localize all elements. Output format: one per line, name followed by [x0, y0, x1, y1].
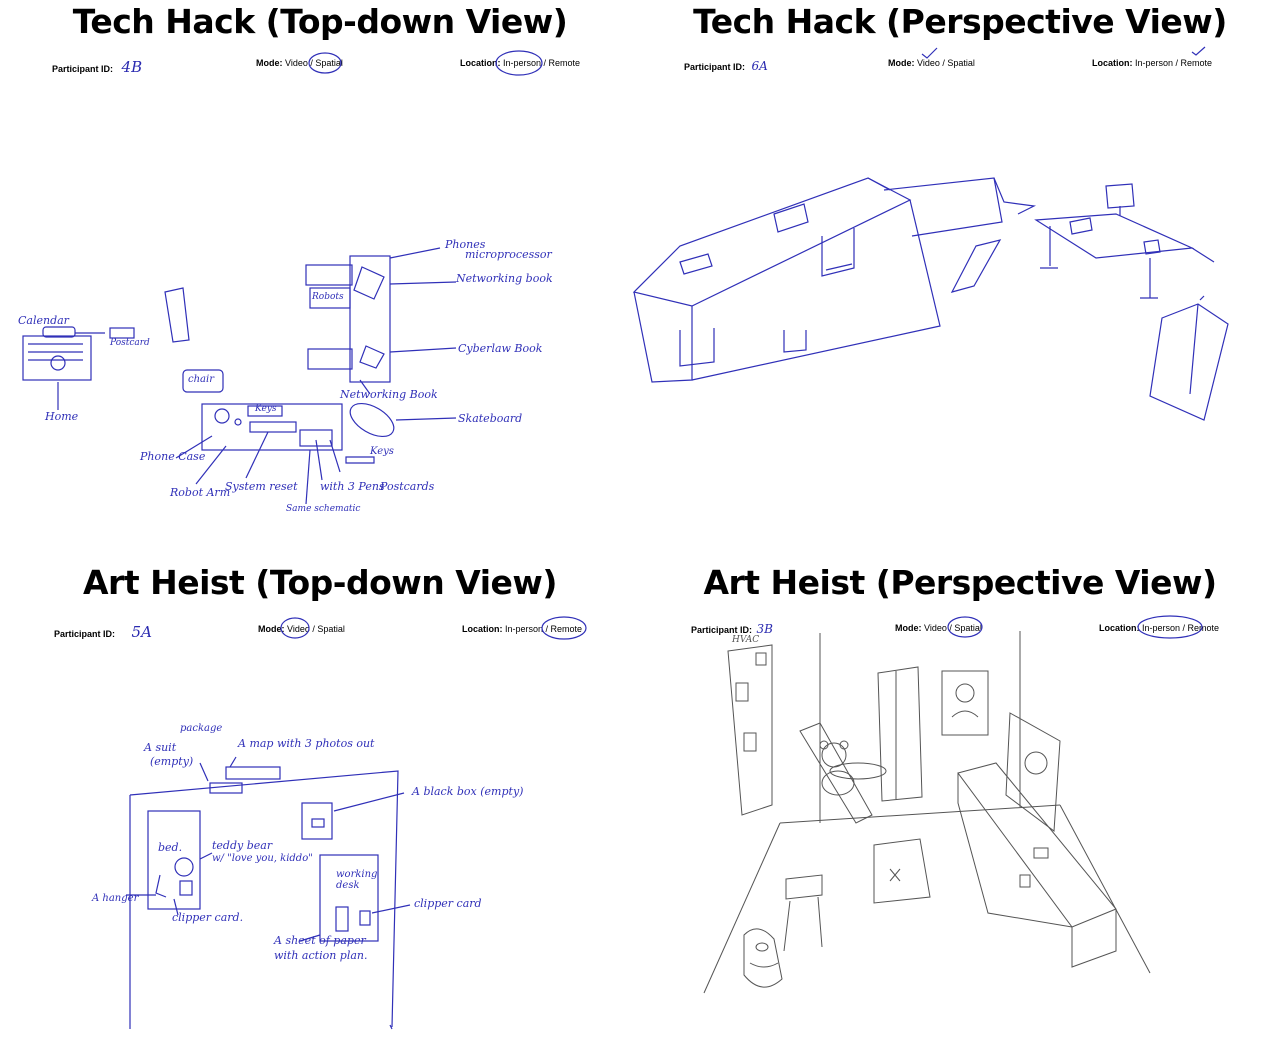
- selection-circles: [947, 615, 1203, 639]
- location-label: Location:: [460, 58, 501, 68]
- participant-id: 4B: [121, 58, 143, 76]
- mode-options: Video / Spatial: [924, 623, 982, 633]
- label-chair: chair: [188, 374, 214, 385]
- label-networking-book-2: Networking Book: [340, 388, 438, 401]
- panel-art-heist-perspective: Art Heist (Perspective View) Participant…: [640, 523, 1280, 1047]
- participant-label: Participant ID:: [52, 64, 114, 74]
- label-bed: bed.: [158, 841, 183, 854]
- mode-field: Mode: Video / Spatial: [888, 58, 975, 68]
- panel-title: Tech Hack (Perspective View): [693, 2, 1227, 41]
- selection-circles: [308, 50, 543, 76]
- location-field: Location: In-person / Remote: [1099, 623, 1219, 633]
- label-suit: A suit: [144, 741, 177, 754]
- panel-title: Art Heist (Top-down View): [83, 563, 557, 602]
- label-hvac: HVAC: [732, 635, 760, 645]
- location-label: Location:: [1099, 623, 1140, 633]
- location-field: Location: In-person / Remote: [462, 624, 582, 634]
- mode-label: Mode:: [895, 623, 922, 633]
- label-clipper-card-2: clipper card: [414, 897, 482, 910]
- label-clipper-card: clipper card.: [172, 911, 244, 924]
- panel-tech-hack-perspective: Tech Hack (Perspective View) Participant…: [632, 0, 1280, 523]
- label-working-desk: working desk: [336, 869, 378, 891]
- participant-label: Participant ID:: [691, 625, 753, 635]
- participant-field: Participant ID: 6A: [684, 59, 768, 73]
- mode-options: Video / Spatial: [285, 58, 343, 68]
- label-postcards: Postcards: [380, 480, 435, 493]
- participant-id: 3B: [756, 622, 773, 636]
- topdown-sketch: [126, 756, 411, 1030]
- perspective-sketch: [703, 631, 1151, 994]
- label-skateboard: Skateboard: [458, 412, 523, 425]
- label-networking-book: Networking book: [456, 272, 553, 285]
- label-robots: Robots: [312, 292, 344, 302]
- mode-field: Mode: Video / Spatial: [258, 624, 345, 634]
- location-label: Location:: [1092, 58, 1133, 68]
- participant-field: Participant ID: 5A: [54, 623, 152, 641]
- label-phone-case: Phone Case: [140, 450, 206, 463]
- label-same-schematic: Same schematic: [286, 504, 361, 514]
- label-with-3-pens: with 3 Pens: [320, 480, 385, 493]
- label-keys-desk: Keys: [255, 404, 277, 414]
- panel-tech-hack-topdown: Tech Hack (Top-down View) Participant ID…: [0, 0, 640, 523]
- label-package: package: [180, 723, 223, 734]
- check-marks: [921, 46, 1206, 59]
- selection-circles: [280, 616, 587, 640]
- topdown-sketch: [22, 247, 457, 505]
- perspective-sketch: [632, 177, 1229, 421]
- label-love-you-kiddo: w/ "love you, kiddo": [212, 853, 313, 864]
- label-hanger: A hanger: [92, 893, 139, 904]
- location-field: Location: In-person / Remote: [1092, 58, 1212, 68]
- mode-field: Mode: Video / Spatial: [256, 58, 343, 68]
- label-system-reset: System reset: [225, 480, 298, 493]
- participant-label: Participant ID:: [54, 629, 116, 639]
- label-phones: Phones: [445, 238, 486, 251]
- mode-label: Mode:: [256, 58, 283, 68]
- label-postcard: Postcard: [110, 338, 150, 348]
- location-label: Location:: [462, 624, 503, 634]
- label-robot-arm: Robot Arm: [170, 486, 231, 499]
- label-calendar: Calendar: [18, 314, 69, 327]
- label-map: A map with 3 photos out: [238, 737, 375, 750]
- participant-id: 5A: [131, 623, 152, 641]
- label-keys: Keys: [370, 446, 394, 457]
- mode-label: Mode:: [888, 58, 915, 68]
- panel-title: Art Heist (Perspective View): [703, 563, 1217, 602]
- panel-title: Tech Hack (Top-down View): [72, 2, 568, 41]
- label-empty: (empty): [150, 755, 194, 768]
- location-options: In-person / Remote: [1135, 58, 1213, 68]
- mode-label: Mode:: [258, 624, 285, 634]
- label-home: Home: [45, 410, 79, 423]
- label-cyberlaw-book: Cyberlaw Book: [458, 342, 543, 355]
- location-options: In-person / Remote: [1142, 623, 1220, 633]
- mode-field: Mode: Video / Spatial: [895, 623, 982, 633]
- label-sheet-of-paper: A sheet of paper with action plan.: [274, 934, 368, 962]
- panel-art-heist-topdown: Art Heist (Top-down View) Participant ID…: [0, 523, 640, 1047]
- participant-label: Participant ID:: [684, 62, 746, 72]
- label-black-box: A black box (empty): [412, 785, 524, 798]
- label-teddy-bear: teddy bear: [212, 839, 273, 852]
- mode-options: Video / Spatial: [917, 58, 975, 68]
- participant-field: Participant ID: 3B: [691, 622, 773, 636]
- location-options: In-person / Remote: [505, 624, 583, 634]
- participant-field: Participant ID: 4B: [52, 58, 142, 76]
- participant-id: 6A: [751, 59, 768, 73]
- mode-options: Video / Spatial: [287, 624, 345, 634]
- label-microprocessor: microprocessor: [465, 248, 552, 261]
